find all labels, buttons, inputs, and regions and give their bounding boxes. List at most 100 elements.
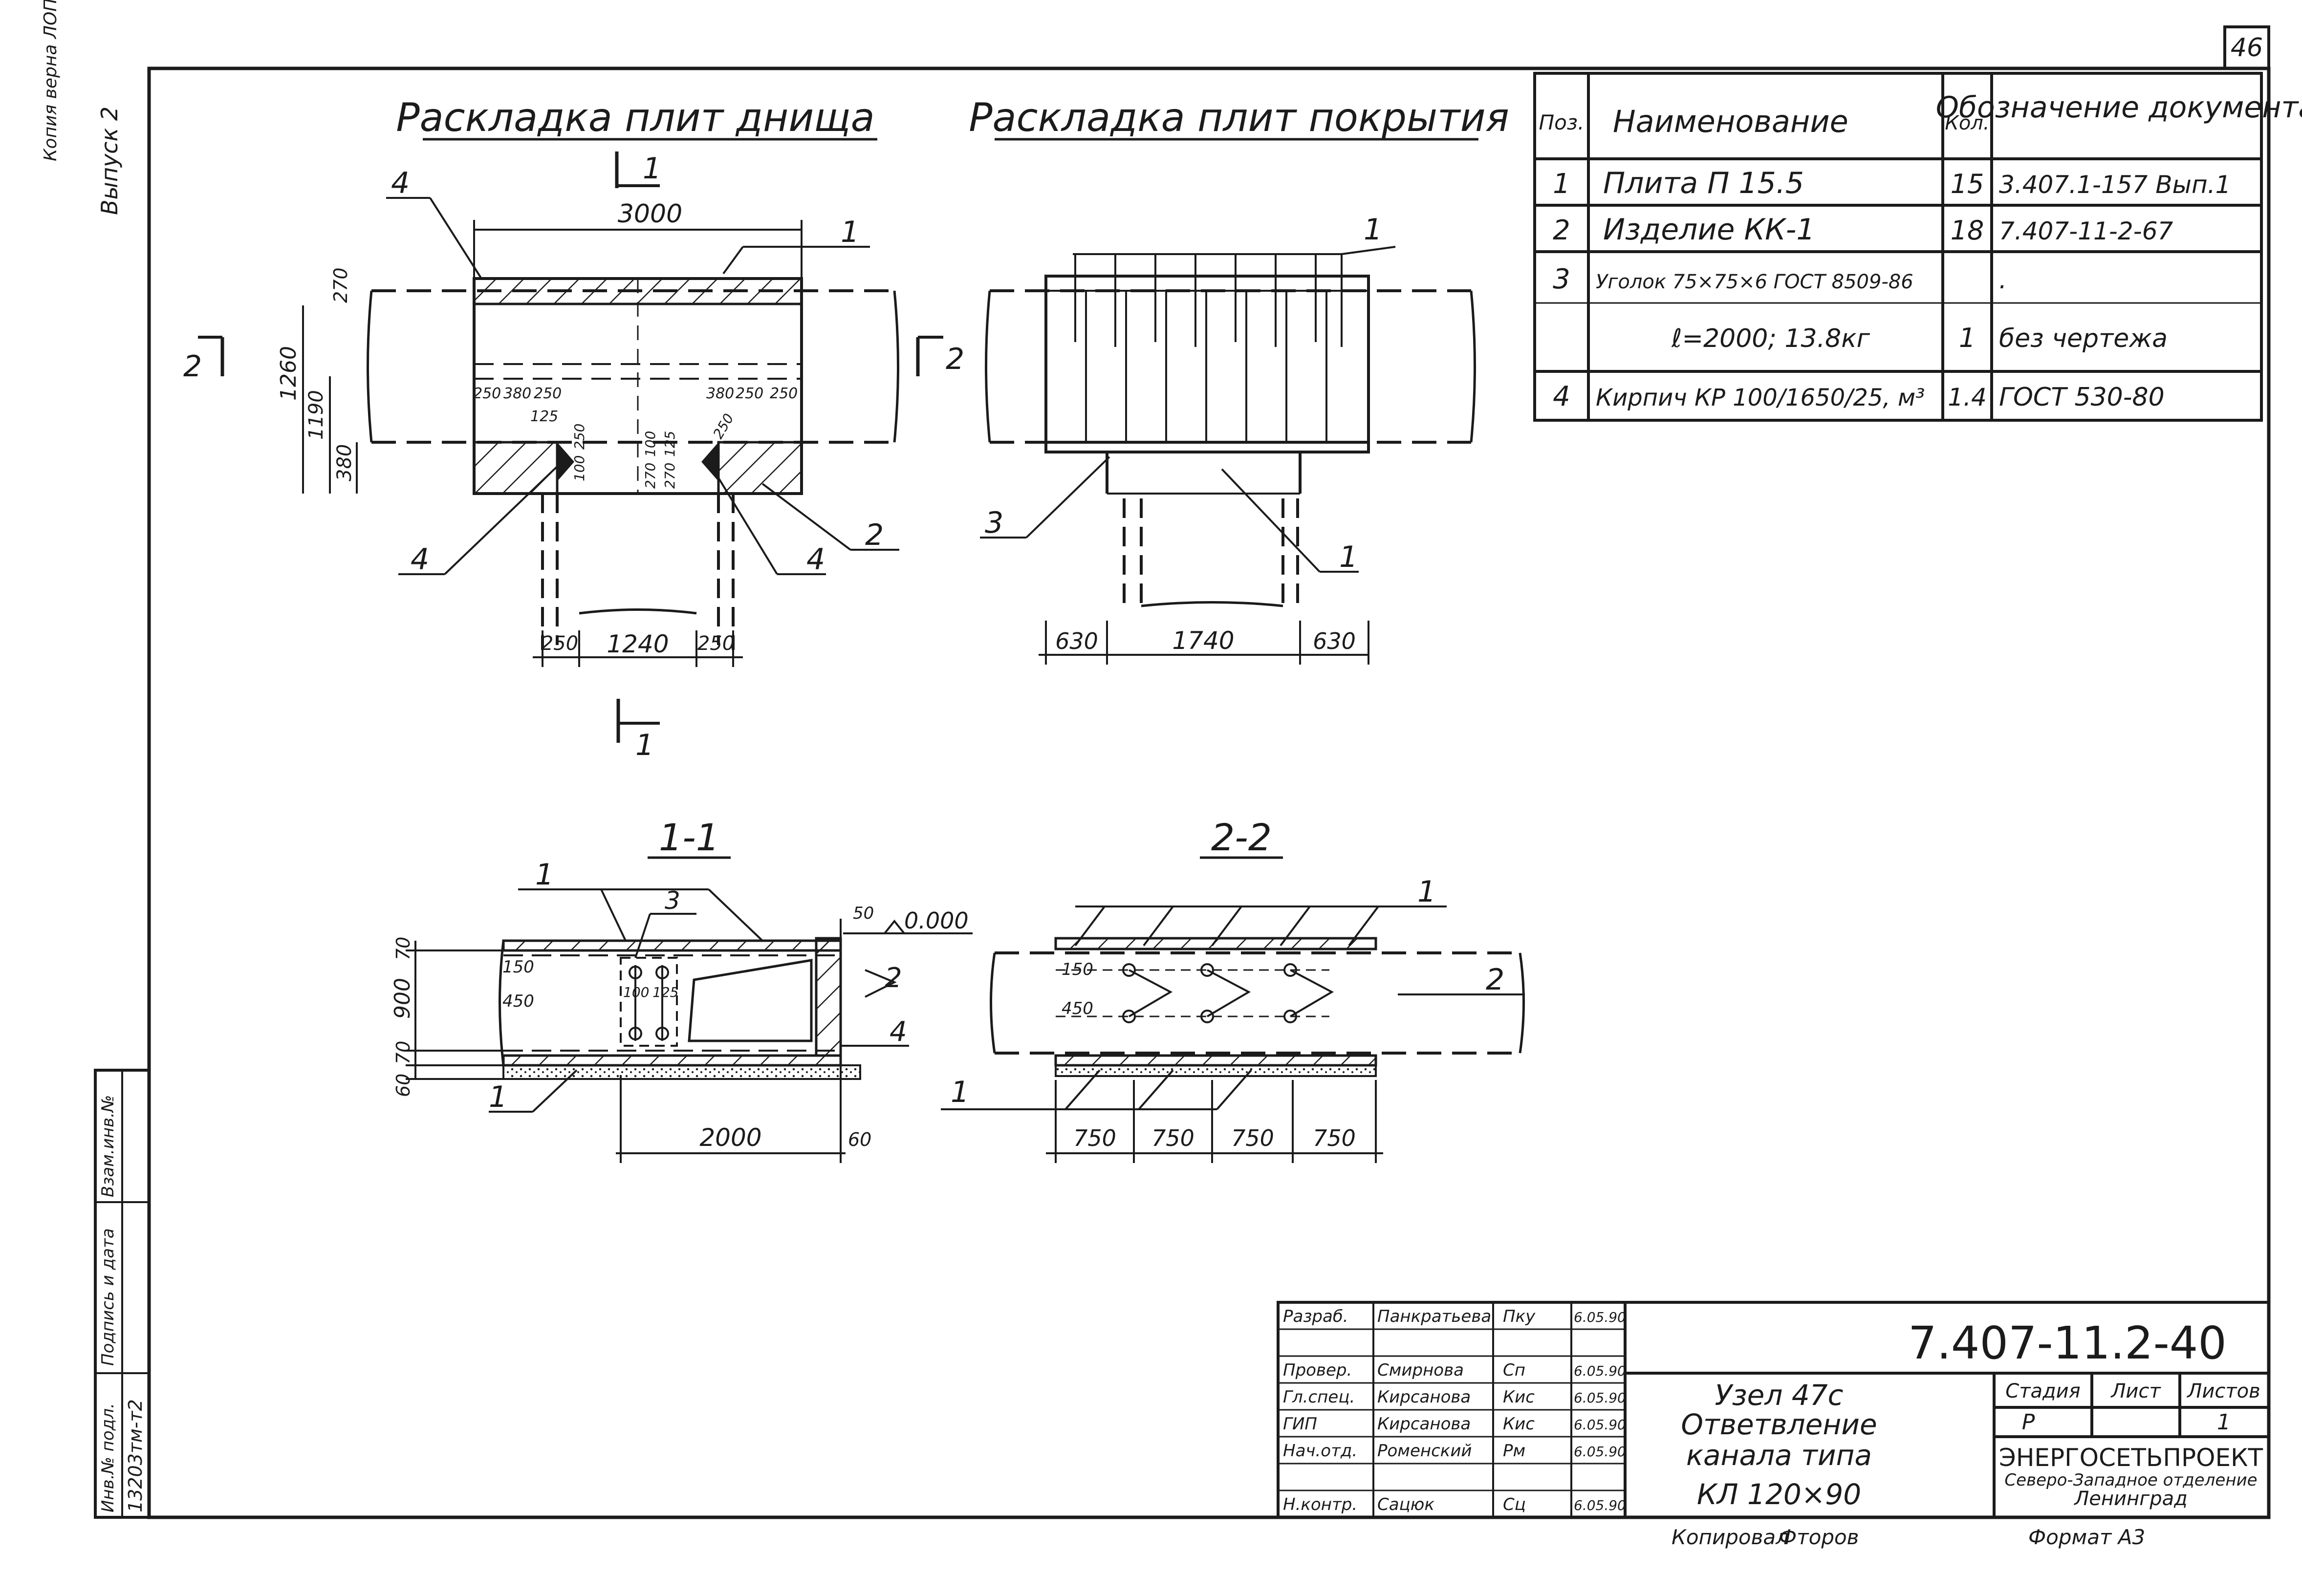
spec-r4-qty: 1 [1959, 323, 1976, 353]
section-1-1: 1-1 70 [390, 816, 973, 1163]
dim-bottom-b250a: 250 [541, 632, 578, 655]
callout-bottom-2: 2 [865, 518, 884, 552]
copied-sign: Фторов [1779, 1525, 1859, 1549]
copied-label: Копировал [1672, 1525, 1789, 1549]
spec-r1-pos: 1 [1553, 168, 1570, 200]
section-mark-1-bottom: 1 [635, 728, 654, 762]
dim-bottom-l250b: 250 [534, 385, 562, 402]
dim-s2-150: 150 [1062, 960, 1093, 979]
staff-2-role: Провер. [1283, 1360, 1352, 1380]
cover-slab-plan: Раскладка плит покрытия 1 [916, 95, 1509, 665]
callout-s1-1b: 1 [489, 1080, 507, 1114]
spec-r3-doc: . [1999, 266, 2007, 294]
section-mark-2-right: 2 [946, 342, 964, 376]
dim-bottom-r250b: 250 [770, 385, 798, 402]
dim-s1-125: 125 [652, 984, 678, 1000]
spec-r5-qty: 1.4 [1948, 383, 1987, 411]
dim-bottom-m270: 100 [642, 431, 658, 457]
staff-1-date: 6.05.90 [1574, 1309, 1626, 1325]
section-1-1-title: 1-1 [659, 816, 719, 859]
dim-bottom-width: 3000 [618, 199, 682, 229]
dim-s2-750d: 750 [1313, 1125, 1356, 1151]
section-2-2-title: 2-2 [1211, 816, 1272, 859]
drawing-title-line-3: канала типа [1686, 1439, 1872, 1472]
cover-slab-joints [1085, 291, 1327, 442]
staff-3-date: 6.05.90 [1574, 1390, 1626, 1406]
dim-s1-70a: 70 [392, 937, 414, 960]
staff-4-sign: Кис [1503, 1414, 1535, 1434]
drawing-title-line-2: Ответвление [1681, 1408, 1877, 1441]
callout-s1-2: 2 [885, 962, 902, 994]
callout-s2-1a: 1 [1417, 875, 1436, 909]
dim-bottom-m270b: 125 [662, 431, 678, 457]
sheets-value: 1 [2217, 1410, 2231, 1435]
dim-bottom-b250b: 250 [697, 632, 735, 655]
sheet-frame: 46 [147, 25, 2271, 1519]
footer: Копировал Фторов Формат А3 [1672, 1525, 2145, 1549]
dim-s1-150: 150 [502, 957, 534, 977]
staff-6-sign: Сц [1503, 1495, 1526, 1514]
cover-plan-title: Раскладка плит покрытия [969, 95, 1509, 140]
spec-r2-doc: 7.407-11-2-67 [1999, 217, 2173, 245]
dim-bottom-1260: 1260 [276, 346, 301, 401]
org-city: Ленинград [2073, 1488, 2188, 1510]
section-2-2: 2-2 150 450 [941, 816, 1525, 1163]
staff-2-date: 6.05.90 [1574, 1363, 1626, 1379]
dim-bottom-l100: 100 [571, 455, 587, 481]
staff-1-role: Разраб. [1283, 1307, 1348, 1326]
doc-code: 7.407-11.2-40 [1908, 1317, 2227, 1369]
spec-r2-name: Изделие КК-1 [1603, 213, 1815, 247]
section-mark-2-left: 2 [183, 349, 202, 384]
callout-s1-1a: 1 [535, 858, 554, 892]
staff-5-name: Роменский [1377, 1441, 1472, 1461]
spec-r4-name: ℓ=2000; 13.8кг [1671, 324, 1870, 353]
bottom-plan-title: Раскладка плит днища [396, 95, 874, 140]
dim-s2-750b: 750 [1151, 1125, 1194, 1151]
callout-bottom-4a: 4 [391, 166, 410, 200]
callout-s1-4: 4 [890, 1016, 907, 1048]
spec-r4-doc: без чертежа [1999, 324, 2168, 353]
spec-table: Поз. Наименование Кол. Обозначение докум… [1533, 72, 2302, 422]
dim-bottom-m100b: 270 [662, 463, 678, 489]
org-branch: Северо-Западное отделение [2004, 1470, 2257, 1490]
dim-s1-60b: 60 [848, 1129, 871, 1150]
staff-5-sign: Рм [1503, 1441, 1525, 1461]
dim-bottom-r380: 250 [736, 385, 763, 402]
dim-s2-750c: 750 [1231, 1125, 1274, 1151]
dim-s1-900: 900 [390, 978, 415, 1019]
dim-bottom-l250a: 250 [473, 385, 501, 402]
stage-value: Р [2022, 1410, 2035, 1435]
sheet-header: Лист [2110, 1380, 2161, 1402]
level-mark: 0.000 [904, 907, 969, 934]
embedded-items-2-2 [1056, 963, 1334, 1023]
spec-r3-pos: 3 [1553, 263, 1570, 295]
staff-5-role: Нач.отд. [1283, 1441, 1357, 1461]
sheet-number: 46 [2231, 33, 2263, 63]
dim-s1-50: 50 [853, 904, 874, 923]
box-label-inv: Инв.№ подл. [98, 1403, 118, 1512]
embedded-items-1-1 [620, 957, 678, 1047]
dim-s1-60: 60 [392, 1074, 414, 1097]
spec-r3-name: Уголок 75×75×6 ГОСТ 8509-86 [1596, 271, 1913, 293]
dim-cover-1740: 1740 [1172, 626, 1234, 655]
inv-number: 13203тм-т2 [125, 1399, 146, 1512]
dim-bottom-380: 380 [333, 444, 356, 481]
staff-4-role: ГИП [1283, 1414, 1317, 1434]
staff-5-date: 6.05.90 [1574, 1444, 1626, 1460]
callout-s2-2: 2 [1486, 963, 1504, 997]
dim-bottom-l125: 125 [530, 408, 558, 425]
dim-bottom-1190: 1190 [305, 390, 327, 440]
callout-s2-1b: 1 [951, 1075, 969, 1109]
callout-bottom-4b: 4 [411, 542, 429, 577]
callout-cover-3: 3 [985, 506, 1003, 540]
dim-bottom-r125: 250 [710, 411, 737, 442]
release-stamp: Выпуск 2 [96, 107, 123, 215]
callout-s1-3: 3 [665, 886, 680, 915]
callout-bottom-4c: 4 [806, 542, 825, 577]
dim-bottom-l250c: 250 [571, 424, 587, 450]
spec-r5-name: Кирпич КР 100/1650/25, м³ [1596, 384, 1925, 411]
dim-s1-450: 450 [502, 992, 534, 1011]
callout-cover-1b: 1 [1339, 540, 1358, 574]
staff-3-role: Гл.спец. [1283, 1387, 1355, 1407]
drawing-title-line-1: Узел 47с [1715, 1379, 1843, 1412]
